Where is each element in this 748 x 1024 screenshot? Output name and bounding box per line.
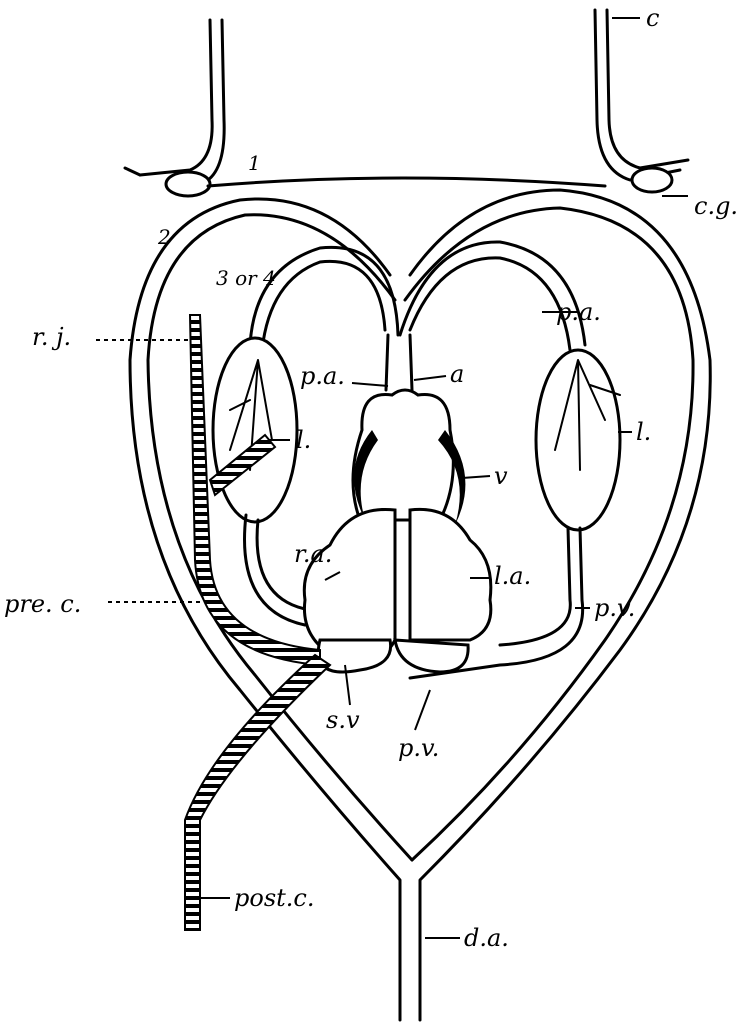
postcaval-vein [184, 653, 332, 931]
label-pa-center: p.a. [300, 362, 345, 390]
pulmonary-veins [243, 513, 585, 680]
label-rj: r. j. [32, 323, 71, 351]
heart [302, 388, 493, 674]
label-prec: pre. c. [4, 590, 81, 618]
carotid-gland-left [164, 170, 212, 198]
pulmonary-arteries [248, 240, 587, 392]
veins [184, 314, 332, 931]
ventricle [351, 388, 455, 522]
label-cg: c.g. [694, 192, 738, 220]
label-ra: r.a. [294, 540, 332, 568]
label-sv: s.v [326, 706, 360, 734]
label-leaders [96, 17, 688, 939]
label-la: l.a. [494, 562, 531, 590]
subclavian-branch [208, 433, 277, 497]
carotid-arteries [123, 8, 690, 198]
label-l-left: l. [296, 426, 311, 454]
systemic-arches [128, 188, 712, 1022]
label-pv-right: p.v. [594, 594, 635, 622]
label-pv-bottom: p.v. [398, 734, 439, 762]
carotid-gland-right [630, 166, 674, 194]
labels: c c.g. 1 2 3 or 4 r. j. p.a. p.a. a l. l… [4, 4, 738, 952]
label-3-or-4: 3 or 4 [216, 266, 276, 290]
label-1: 1 [248, 151, 261, 175]
ventricle-wall-right [438, 430, 466, 525]
label-2: 2 [157, 225, 171, 249]
label-pa-right: p.a. [556, 298, 601, 326]
pulmonary-vein-sac [393, 638, 470, 674]
lung-right [534, 348, 622, 532]
label-v: v [494, 462, 508, 490]
left-atrium [408, 507, 493, 642]
label-a: a [450, 360, 464, 388]
label-l-right: l. [636, 418, 651, 446]
ventricle-wall-left [354, 430, 378, 520]
lung-left [211, 336, 299, 524]
label-c: c [646, 4, 659, 32]
sinus-venosus [317, 638, 393, 674]
label-da: d.a. [464, 924, 509, 952]
label-postc: post.c. [234, 884, 314, 912]
